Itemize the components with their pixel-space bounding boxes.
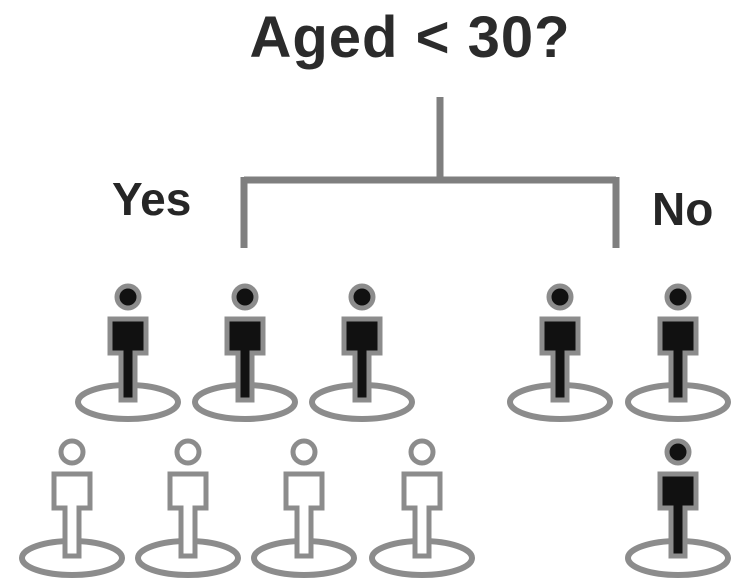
person-body <box>539 316 581 403</box>
light-person-icon <box>251 438 357 578</box>
light-person-icon <box>19 438 125 578</box>
people-group <box>19 283 731 578</box>
yes-branch-label: Yes <box>112 173 192 225</box>
person-body <box>401 471 443 559</box>
dark-person-icon <box>625 438 731 578</box>
dark-person-icon <box>507 283 613 422</box>
dark-person-icon <box>625 283 731 422</box>
person-head <box>408 438 436 466</box>
dark-person-icon <box>75 283 181 422</box>
light-person-icon <box>369 438 475 578</box>
person-body <box>51 471 93 559</box>
no-branch-label: No <box>652 183 714 235</box>
question-title: Aged < 30? <box>249 5 571 70</box>
person-head <box>290 438 318 466</box>
person-body <box>167 471 209 559</box>
person-body <box>283 471 325 559</box>
person-head <box>58 438 86 466</box>
person-head <box>174 438 202 466</box>
person-body <box>657 471 699 559</box>
person-head <box>348 283 376 311</box>
person-head <box>546 283 574 311</box>
person-body <box>341 316 383 403</box>
dark-person-icon <box>192 283 298 422</box>
person-body <box>107 316 149 403</box>
person-head <box>231 283 259 311</box>
person-head <box>664 283 692 311</box>
person-head <box>114 283 142 311</box>
person-body <box>657 316 699 403</box>
light-person-icon <box>135 438 241 578</box>
tree-connector-lines <box>240 97 620 248</box>
person-body <box>224 316 266 403</box>
person-head <box>664 438 692 466</box>
dark-person-icon <box>309 283 415 422</box>
